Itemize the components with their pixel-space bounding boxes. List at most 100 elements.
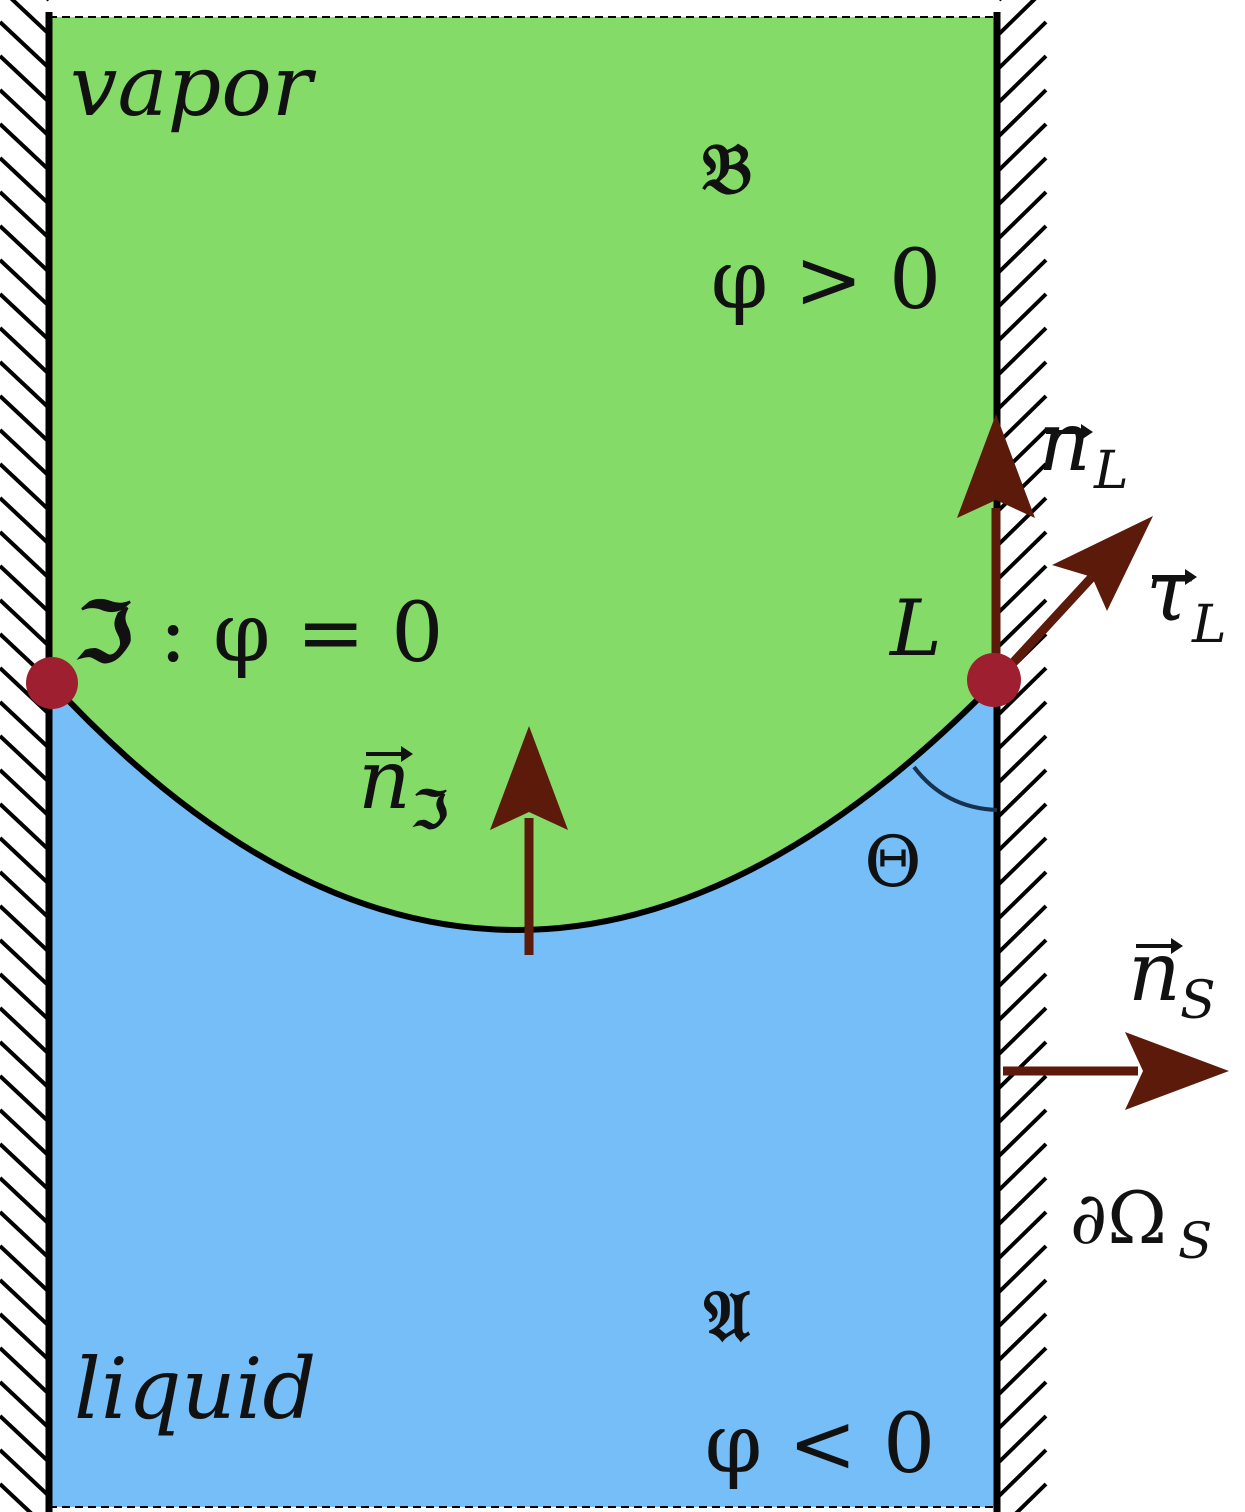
hatch-line bbox=[0, 1040, 49, 1090]
hatch-line bbox=[999, 0, 1037, 36]
hatch-line bbox=[0, 122, 49, 172]
hatch-line bbox=[0, 156, 49, 206]
hatch-line bbox=[999, 938, 1048, 988]
hatch-line bbox=[0, 836, 49, 886]
hatch-line bbox=[999, 1006, 1048, 1056]
hatch-line bbox=[999, 1176, 1048, 1226]
svg-text:S: S bbox=[1180, 971, 1216, 1031]
hatch-line bbox=[0, 1448, 49, 1498]
hatch-line bbox=[0, 1074, 49, 1124]
contact-angle-arc bbox=[912, 765, 998, 812]
hatch-line bbox=[0, 1380, 49, 1430]
hatch-line bbox=[999, 1278, 1048, 1328]
vapor-region bbox=[49, 17, 997, 930]
hatch-line bbox=[999, 564, 1048, 614]
hatch-line bbox=[999, 122, 1048, 172]
hatch-line bbox=[0, 598, 49, 648]
hatch-line bbox=[0, 88, 49, 138]
right-wall-hatching bbox=[999, 0, 1048, 1512]
hatch-line bbox=[0, 734, 49, 784]
hatch-line bbox=[0, 496, 49, 546]
hatch-line bbox=[999, 394, 1048, 444]
hatch-line bbox=[999, 156, 1048, 206]
hatch-line bbox=[999, 20, 1048, 70]
hatch-line bbox=[0, 54, 49, 104]
hatch-line bbox=[0, 394, 49, 444]
hatch-line bbox=[999, 258, 1048, 308]
hatch-line bbox=[0, 1244, 49, 1294]
hatch-line bbox=[999, 224, 1048, 274]
hatch-line bbox=[0, 870, 49, 920]
hatch-line bbox=[0, 1312, 49, 1362]
hatch-line bbox=[999, 836, 1048, 886]
hatch-line bbox=[0, 428, 49, 478]
svg-text:n: n bbox=[1128, 925, 1181, 1020]
vapor-phase-condition: φ > 0 bbox=[711, 233, 941, 328]
contact-line-label: L bbox=[888, 584, 942, 674]
contact-line-normal-arrow bbox=[957, 414, 1035, 680]
hatch-line bbox=[0, 972, 49, 1022]
hatch-line bbox=[999, 1312, 1048, 1362]
hatch-line bbox=[0, 1210, 49, 1260]
svg-text:S: S bbox=[1178, 1212, 1212, 1270]
hatch-line bbox=[999, 734, 1048, 784]
hatch-line bbox=[9, 0, 49, 36]
hatch-line bbox=[0, 20, 49, 70]
hatch-line bbox=[0, 768, 49, 818]
svg-text:∂Ω: ∂Ω bbox=[1070, 1176, 1167, 1260]
interface-curve bbox=[46, 677, 1000, 933]
contact-line-tangent-arrow bbox=[993, 516, 1153, 684]
hatch-line bbox=[999, 666, 1048, 716]
solid-boundary-label: ∂Ω S bbox=[1070, 1176, 1212, 1270]
hatch-line bbox=[0, 1176, 49, 1226]
hatch-line bbox=[0, 1278, 49, 1328]
hatch-line bbox=[999, 1448, 1048, 1498]
hatch-line bbox=[0, 1414, 49, 1464]
hatch-line bbox=[0, 1346, 49, 1396]
hatch-line bbox=[999, 1108, 1048, 1158]
hatch-line bbox=[999, 326, 1048, 376]
hatch-line bbox=[999, 904, 1048, 954]
hatch-line bbox=[999, 972, 1048, 1022]
hatch-line bbox=[1014, 1482, 1048, 1512]
hatch-line bbox=[0, 258, 49, 308]
hatch-line bbox=[999, 1210, 1048, 1260]
hatch-line bbox=[0, 224, 49, 274]
svg-text:τ: τ bbox=[1146, 545, 1193, 640]
hatch-line bbox=[0, 904, 49, 954]
hatch-line bbox=[0, 292, 49, 342]
liquid-region bbox=[49, 680, 997, 1507]
hatch-line bbox=[0, 700, 49, 750]
hatch-line bbox=[999, 700, 1048, 750]
hatch-line bbox=[999, 1380, 1048, 1430]
hatch-line bbox=[0, 1108, 49, 1158]
left-wall-hatching bbox=[0, 0, 49, 1512]
hatch-line bbox=[999, 1040, 1048, 1090]
hatch-line bbox=[999, 292, 1048, 342]
hatch-line bbox=[999, 802, 1048, 852]
svg-text:ℑ: ℑ bbox=[412, 780, 448, 841]
hatch-line bbox=[999, 1346, 1048, 1396]
hatch-line bbox=[999, 1414, 1048, 1464]
liquid-label: liquid bbox=[74, 1340, 316, 1438]
interface-label: ℑ : φ = 0 bbox=[76, 585, 443, 681]
hatch-line bbox=[999, 1142, 1048, 1192]
hatch-line bbox=[999, 1074, 1048, 1124]
hatch-line bbox=[999, 530, 1048, 580]
vapor-label: vapor bbox=[70, 37, 317, 135]
wall-normal-label: n S bbox=[1128, 925, 1216, 1031]
svg-text:L: L bbox=[1191, 595, 1227, 655]
left-contact-point bbox=[26, 657, 78, 709]
svg-text:L: L bbox=[1093, 441, 1129, 501]
hatch-line bbox=[999, 190, 1048, 240]
contact-line-tangent-label: τ L bbox=[1146, 545, 1227, 655]
liquid-phase-condition: φ < 0 bbox=[705, 1397, 935, 1492]
hatch-line bbox=[0, 1482, 33, 1512]
hatch-line bbox=[999, 88, 1048, 138]
hatch-line bbox=[0, 802, 49, 852]
vapor-phase-symbol: 𝔅 bbox=[702, 127, 753, 210]
hatch-line bbox=[0, 1142, 49, 1192]
hatch-line bbox=[0, 530, 49, 580]
